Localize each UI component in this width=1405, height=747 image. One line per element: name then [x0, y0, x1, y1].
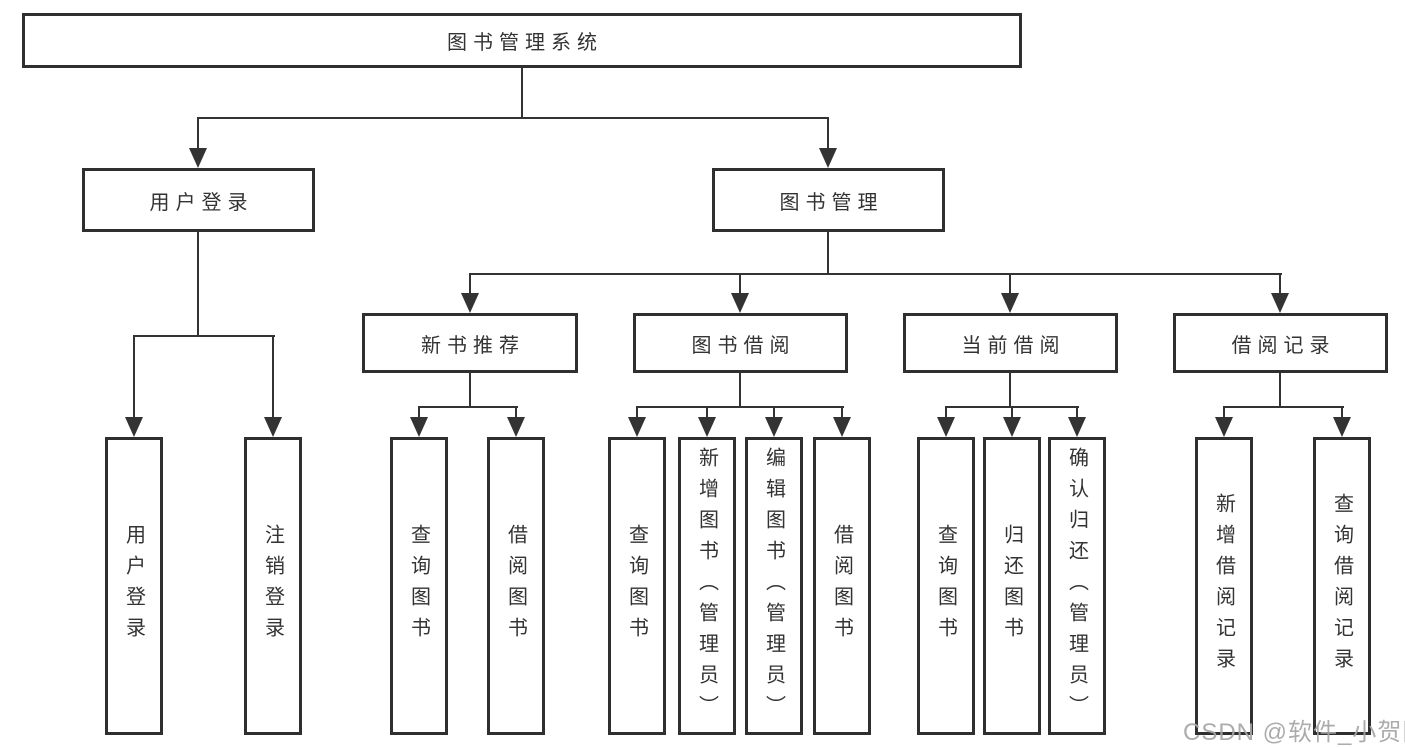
node-book-borrowing: 图书借阅 [633, 313, 848, 373]
connector-line [197, 117, 199, 149]
leaf-return-books-label: 归还图书 [1000, 524, 1023, 648]
node-new-book-recommend-label: 新书推荐 [421, 334, 525, 357]
connector-line [773, 406, 775, 419]
arrowhead-icon [819, 148, 837, 168]
leaf-add-borrow-record: 新增借阅记录 [1195, 437, 1253, 735]
arrowhead-icon [461, 293, 479, 313]
leaf-add-borrow-record-label: 新增借阅记录 [1212, 493, 1235, 679]
leaf-recommend-query-books-label: 查询图书 [407, 524, 430, 648]
leaf-borrow-query-books: 查询图书 [608, 437, 666, 735]
connector-line [133, 335, 135, 419]
leaf-query-borrow-record-label: 查询借阅记录 [1330, 493, 1353, 679]
connector-line [469, 373, 471, 408]
leaf-current-query-books: 查询图书 [917, 437, 975, 735]
leaf-confirm-return-admin-label: 确认归还（管理员） [1065, 446, 1088, 726]
connector-line [197, 117, 829, 119]
arrowhead-icon [507, 417, 525, 437]
connector-line [1279, 273, 1281, 295]
connector-line [739, 273, 741, 295]
connector-line [521, 68, 523, 118]
leaf-user-login-label: 用户登录 [122, 524, 145, 648]
leaf-add-books-admin-label: 新增图书（管理员） [695, 446, 718, 726]
leaf-logout: 注销登录 [244, 437, 302, 735]
arrowhead-icon [698, 417, 716, 437]
leaf-edit-books-admin: 编辑图书（管理员） [745, 437, 803, 735]
connector-line [1009, 373, 1011, 408]
connector-line [636, 406, 844, 408]
leaf-query-borrow-record: 查询借阅记录 [1313, 437, 1371, 735]
connector-line [272, 335, 274, 419]
leaf-confirm-return-admin: 确认归还（管理员） [1048, 437, 1106, 735]
connector-line [945, 406, 947, 419]
arrowhead-icon [628, 417, 646, 437]
connector-line [197, 232, 199, 337]
connector-line [636, 406, 638, 419]
connector-line [1279, 373, 1281, 408]
arrowhead-icon [937, 417, 955, 437]
arrowhead-icon [1001, 293, 1019, 313]
connector-line [827, 232, 829, 275]
arrowhead-icon [189, 148, 207, 168]
leaf-recommend-query-books: 查询图书 [390, 437, 448, 735]
csdn-watermark: CSDN @软件_小贺同学 [1183, 719, 1405, 746]
connector-line [469, 273, 471, 295]
node-current-borrowing-label: 当前借阅 [961, 334, 1066, 357]
connector-line [133, 335, 275, 337]
connector-line [469, 273, 1282, 275]
node-book-management-label: 图书管理 [779, 191, 884, 214]
arrowhead-icon [1215, 417, 1233, 437]
connector-line [739, 373, 741, 408]
node-book-management: 图书管理 [712, 168, 945, 232]
node-borrowing-records: 借阅记录 [1173, 313, 1388, 373]
node-borrowing-records-label: 借阅记录 [1231, 334, 1336, 357]
leaf-borrow-query-books-label: 查询图书 [625, 524, 648, 648]
connector-line [841, 406, 843, 419]
connector-line [1011, 406, 1013, 419]
arrowhead-icon [765, 417, 783, 437]
leaf-edit-books-admin-label: 编辑图书（管理员） [762, 446, 785, 726]
leaf-borrow-books: 借阅图书 [813, 437, 871, 735]
connector-line [1009, 273, 1011, 295]
arrowhead-icon [1068, 417, 1086, 437]
arrowhead-icon [264, 417, 282, 437]
connector-line [1076, 406, 1078, 419]
node-current-borrowing: 当前借阅 [903, 313, 1118, 373]
node-book-borrowing-label: 图书借阅 [691, 334, 796, 357]
arrowhead-icon [1003, 417, 1021, 437]
leaf-recommend-borrow-books: 借阅图书 [487, 437, 545, 735]
node-new-book-recommend: 新书推荐 [362, 313, 578, 373]
arrowhead-icon [1271, 293, 1289, 313]
node-root-system: 图书管理系统 [22, 13, 1022, 68]
leaf-recommend-borrow-books-label: 借阅图书 [504, 524, 527, 648]
arrowhead-icon [1333, 417, 1351, 437]
connector-line [1223, 406, 1344, 408]
arrowhead-icon [731, 293, 749, 313]
leaf-user-login: 用户登录 [105, 437, 163, 735]
connector-line [1223, 406, 1225, 419]
leaf-add-books-admin: 新增图书（管理员） [678, 437, 736, 735]
arrowhead-icon [410, 417, 428, 437]
node-root-label: 图书管理系统 [447, 32, 603, 54]
node-user-login: 用户登录 [82, 168, 315, 232]
connector-line [418, 406, 420, 419]
node-user-login-label: 用户登录 [149, 191, 254, 214]
arrowhead-icon [833, 417, 851, 437]
connector-line [418, 406, 518, 408]
arrowhead-icon [125, 417, 143, 437]
connector-line [827, 117, 829, 149]
leaf-borrow-books-label: 借阅图书 [830, 524, 853, 648]
leaf-current-query-books-label: 查询图书 [934, 524, 957, 648]
leaf-return-books: 归还图书 [983, 437, 1041, 735]
connector-line [706, 406, 708, 419]
connector-line [515, 406, 517, 419]
connector-line [1341, 406, 1343, 419]
leaf-logout-label: 注销登录 [261, 524, 284, 648]
